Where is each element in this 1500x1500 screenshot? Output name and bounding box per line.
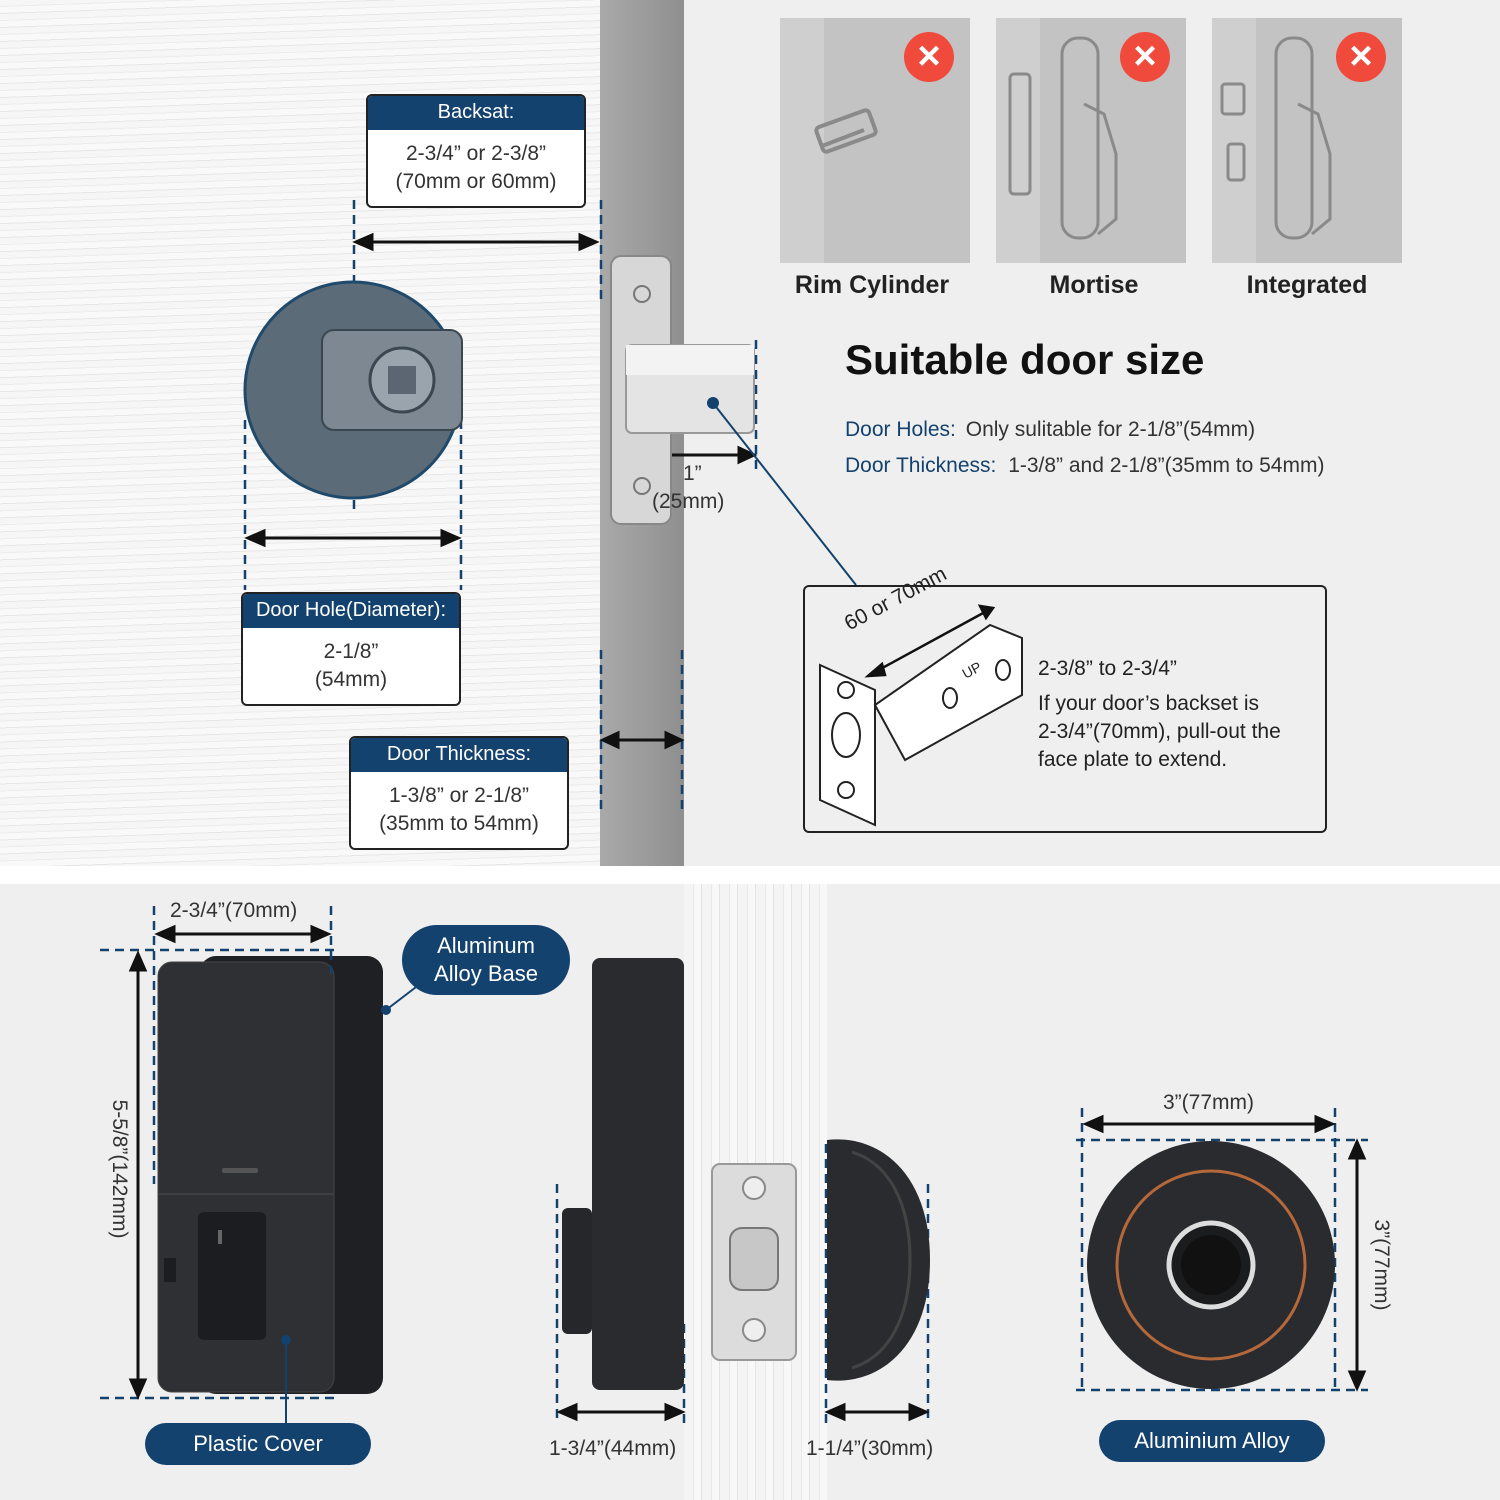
door-thickness-line-1: 1-3/8” or 2-1/8” [388,784,530,807]
top-dimension-drawing [243,200,1023,827]
aluminum-base-line-1: Aluminum [437,933,535,958]
latch-callout-box [803,585,1327,833]
rim-cylinder-label: Rim Cylinder [794,271,950,299]
door-hole-line-2: (54mm) [314,668,388,691]
door-hole-title: Door Hole(Diameter): [243,594,459,628]
door-thickness-spec-box: Door Thickness: 1-3/8” or 2-1/8” (35mm to… [349,736,569,850]
door-thickness-label: Door Thickness: [845,454,997,477]
latch-note-line-3: face plate to extend. [1038,748,1228,771]
backset-spec-box: Backsat: 2-3/4” or 2-3/8” (70mm or 60mm) [366,94,586,208]
back-width-label: 3”(77mm) [1163,1091,1255,1114]
door-thickness-title: Door Thickness: [351,738,567,772]
front-width-label: 2-3/4”(70mm) [170,899,298,922]
door-hole-spec-box: Door Hole(Diameter): 2-1/8” (54mm) [241,592,461,706]
latch-note: If your door’s backset is 2-3/4”(70mm), … [1038,690,1281,774]
door-holes-value: Only sulitable for 2-1/8”(54mm) [965,418,1256,441]
back-height-label: 3”(77mm) [1370,1219,1393,1311]
door-thickness-row: Door Thickness: 1-3/8” and 2-1/8”(35mm t… [845,454,1324,478]
backset-title: Backsat: [368,96,584,130]
mortise-label: Mortise [1049,271,1139,299]
bottom-dimension-drawing [100,906,1368,1424]
latch-note-line-1: If your door’s backset is [1038,692,1259,715]
integrated-illustration [1220,36,1332,240]
backset-line-1: 2-3/4” or 2-3/8” [405,142,547,165]
plastic-cover-badge: Plastic Cover [145,1423,371,1465]
latch-range: 2-3/8” to 2-3/4” [1038,657,1177,680]
latch-note-line-2: 2-3/4”(70mm), pull-out the [1038,720,1281,743]
suitable-heading: Suitable door size [845,336,1205,383]
mortise-card: × [996,18,1186,263]
x-icon: × [1120,32,1170,82]
section-divider [0,866,1500,884]
rim-cylinder-card: × [780,18,970,263]
x-icon: × [904,32,954,82]
bolt-throw-label-1: 1” [683,462,702,485]
x-icon: × [1336,32,1386,82]
door-thickness-value: 1-3/8” and 2-1/8”(35mm to 54mm) [1008,454,1325,477]
door-holes-row: Door Holes: Only sulitable for 2-1/8”(54… [845,418,1255,442]
inner-depth-label: 1-1/4”(30mm) [806,1437,934,1460]
integrated-label: Integrated [1246,271,1368,299]
aluminium-alloy-badge: Aluminium Alloy [1099,1420,1325,1462]
door-holes-label: Door Holes: [845,418,956,441]
outer-depth-label: 1-3/4”(44mm) [549,1437,677,1460]
backset-line-2: (70mm or 60mm) [395,170,557,193]
door-hole-line-1: 2-1/8” [323,640,379,663]
aluminum-base-line-2: Alloy Base [434,961,538,986]
bolt-throw-label-2: (25mm) [652,490,725,513]
front-height-label: 5-5/8”(142mm) [108,1099,131,1239]
door-thickness-line-2: (35mm to 54mm) [379,812,539,835]
aluminum-base-badge: Aluminum Alloy Base [402,925,570,995]
rim-cylinder-illustration [814,108,878,154]
integrated-card: × [1212,18,1402,263]
mortise-illustration [1008,36,1118,240]
